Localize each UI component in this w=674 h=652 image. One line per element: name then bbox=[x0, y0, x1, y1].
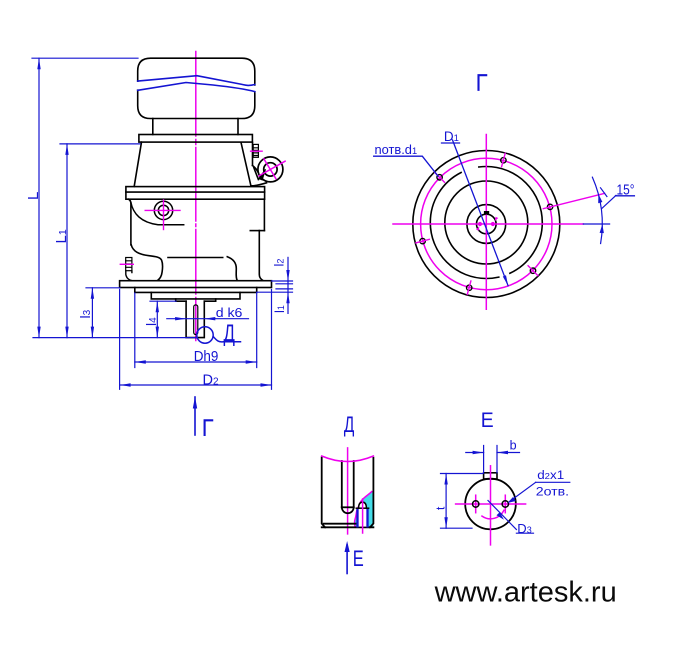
svg-text:D3: D3 bbox=[517, 521, 531, 536]
svg-text:E: E bbox=[353, 547, 364, 572]
svg-text:d k6: d k6 bbox=[216, 306, 243, 320]
svg-text:l4: l4 bbox=[143, 317, 159, 326]
svg-text:Д: Д bbox=[224, 320, 235, 347]
svg-text:b: b bbox=[510, 439, 517, 453]
svg-text:l3: l3 bbox=[77, 309, 93, 318]
svg-text:D2: D2 bbox=[203, 372, 219, 388]
svg-text:L: L bbox=[25, 192, 42, 200]
svg-text:nотв.d1: nотв.d1 bbox=[375, 143, 418, 157]
svg-text:E: E bbox=[481, 408, 494, 432]
svg-text:Д: Д bbox=[344, 414, 355, 438]
svg-text:15°: 15° bbox=[617, 181, 635, 197]
svg-text:2отв.: 2отв. bbox=[536, 484, 569, 498]
svg-text:Dh9: Dh9 bbox=[194, 347, 219, 364]
svg-text:www.artesk.ru: www.artesk.ru bbox=[434, 577, 617, 609]
svg-text:L1: L1 bbox=[53, 229, 70, 243]
svg-text:t: t bbox=[434, 506, 448, 510]
svg-text:d2x1: d2x1 bbox=[537, 468, 564, 482]
svg-text:D1: D1 bbox=[444, 129, 459, 144]
svg-text:l2: l2 bbox=[272, 259, 287, 267]
svg-text:l1: l1 bbox=[272, 305, 287, 313]
